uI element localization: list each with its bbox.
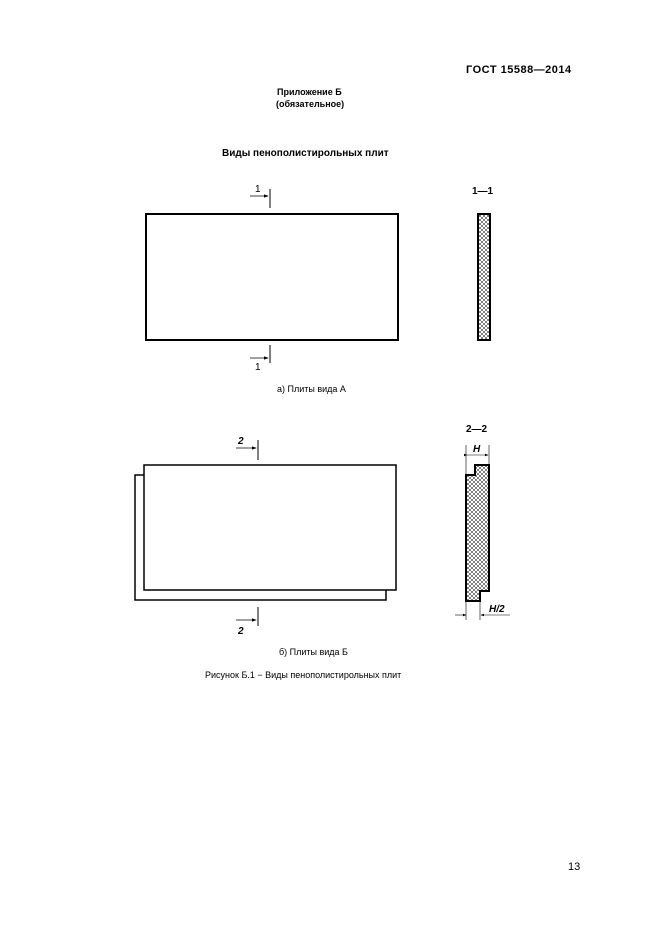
section-marker-bottom-a: 1 [250, 345, 271, 373]
section-title: Виды пенополистирольных плит [222, 148, 389, 159]
annex-title: Приложение Б [277, 87, 342, 97]
section-1-1-profile [477, 213, 491, 341]
caption-a: а) Плиты вида А [277, 384, 346, 394]
slab-type-a [145, 213, 399, 341]
figure-caption: Рисунок Б.1 − Виды пенополистирольных пл… [205, 670, 402, 680]
svg-text:1: 1 [255, 184, 261, 195]
section-marker-top-a: 1 [250, 184, 271, 208]
svg-text:H/2: H/2 [489, 604, 505, 615]
dimension-h-half: H/2 [455, 602, 510, 620]
section-label-2-2: 2—2 [466, 424, 488, 435]
section-2-2-profile [465, 464, 490, 602]
section-marker-top-b: 2 [236, 436, 259, 460]
page-number: 13 [568, 861, 581, 873]
slab-type-b [134, 464, 397, 601]
svg-text:2: 2 [237, 436, 244, 447]
caption-b: б) Плиты вида Б [279, 647, 348, 657]
svg-text:H: H [473, 444, 481, 455]
standard-number: ГОСТ 15588—2014 [466, 64, 572, 76]
annex-status: (обязательное) [276, 99, 345, 109]
svg-text:1: 1 [255, 362, 261, 373]
section-label-1-1: 1—1 [472, 186, 494, 197]
dimension-h: H [464, 444, 490, 474]
svg-text:2: 2 [237, 626, 244, 637]
section-marker-bottom-b: 2 [236, 607, 259, 637]
